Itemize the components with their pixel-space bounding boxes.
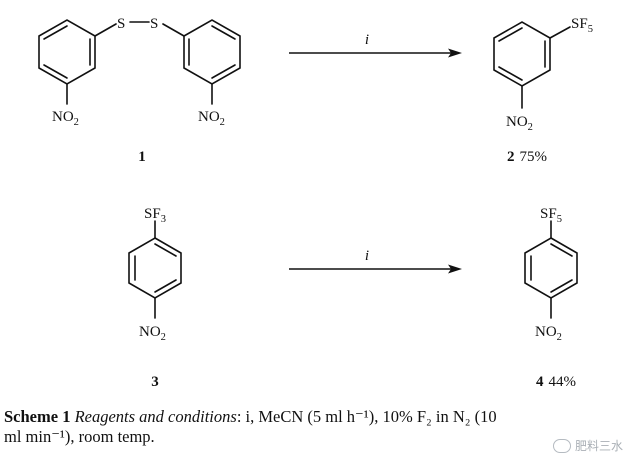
compound-3-nitro-group: NO2 (139, 324, 166, 343)
compound-1-number: 1 (138, 149, 146, 165)
compound-4-nitro-group: NO2 (535, 324, 562, 343)
compound-3-sf3-group: SF3 (144, 206, 166, 225)
compound-1-nitro-right: NO2 (198, 109, 225, 128)
reaction-arrow-2-label: i (365, 248, 369, 264)
compound-2-nitro-group: NO2 (506, 114, 533, 133)
compound-4-structure (524, 220, 578, 319)
compound-4-sf5-group: SF5 (540, 206, 562, 225)
compound-2-structure (493, 21, 571, 109)
caption-line-2: ml min⁻¹), room temp. (4, 427, 155, 446)
chat-bubble-icon (552, 438, 571, 453)
caption-conditions: : i, MeCN (5 ml h⁻¹), 10% F₂ in N₂ (10 (236, 407, 497, 426)
reaction-arrow-1 (289, 48, 462, 58)
reaction-arrow-1-label: i (365, 32, 369, 48)
compound-2-sf5-group: SF5 (571, 16, 593, 35)
watermark: 肥料三水 (552, 437, 623, 454)
compound-3-number: 3 (151, 374, 159, 390)
caption-scheme-label: Scheme 1 (4, 407, 71, 426)
disulfide-sulfur-left: S (117, 16, 125, 32)
reaction-arrow-2 (289, 264, 462, 274)
watermark-text: 肥料三水 (574, 439, 623, 453)
caption-heading: Reagents and conditions (74, 407, 237, 426)
compound-3-structure (128, 220, 182, 319)
disulfide-sulfur-right: S (150, 16, 158, 32)
scheme-caption: Scheme 1 Reagents and conditions: i, MeC… (4, 407, 624, 447)
compound-1-nitro-left: NO2 (52, 109, 79, 128)
compound-1-structure (38, 19, 241, 105)
caption-line-1: Scheme 1 Reagents and conditions: i, MeC… (4, 407, 624, 427)
